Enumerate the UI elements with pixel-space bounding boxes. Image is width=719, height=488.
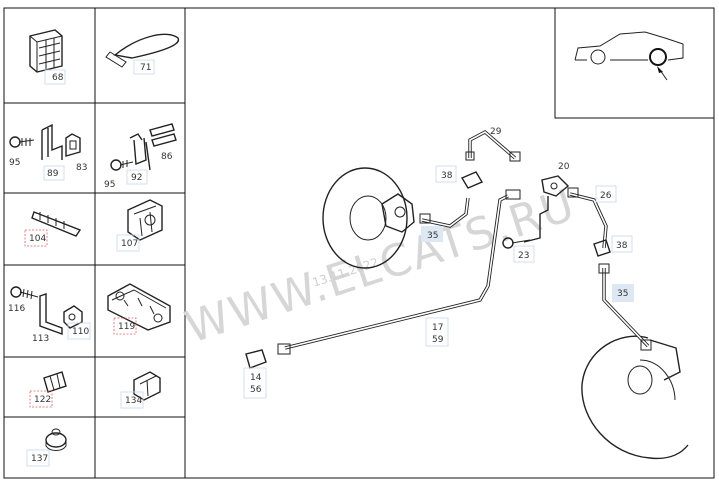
part-label-59[interactable]: 59 (432, 335, 444, 345)
part-label-83: 83 (76, 163, 87, 173)
part-116-screw-icon[interactable] (10, 286, 39, 300)
part-label-86: 86 (161, 152, 173, 162)
frame-lines (3, 7, 715, 479)
clip-38-right-icon (593, 239, 611, 257)
part-label-113: 113 (32, 334, 49, 344)
clip-38-left-icon (460, 171, 484, 189)
part-92-bracket-icon[interactable] (129, 133, 151, 171)
car-silhouette-icon (574, 31, 684, 81)
part-label-17[interactable]: 17 (432, 323, 443, 333)
part-110-clip-icon[interactable] (63, 305, 83, 329)
part-label-35a[interactable]: 35 (427, 231, 438, 241)
part-label-23[interactable]: 23 (518, 251, 529, 261)
part-label-89[interactable]: 89 (47, 169, 59, 179)
bolt-23-icon (502, 237, 531, 249)
part-68-icon[interactable] (29, 29, 63, 73)
brake-disc-left-icon (322, 167, 415, 269)
part-label-95b: 95 (104, 180, 115, 190)
part-71-icon[interactable] (105, 33, 180, 68)
part-83-clip-icon[interactable] (65, 133, 81, 157)
part-119-holder-icon[interactable] (107, 283, 171, 331)
part-label-56[interactable]: 56 (250, 385, 262, 395)
watermark-text: WWW.ELCATS.RU (179, 179, 582, 353)
part-134-clip-icon[interactable] (133, 371, 161, 401)
part-122-clip-icon[interactable] (43, 371, 67, 393)
part-label-71[interactable]: 71 (140, 63, 151, 73)
part-113-bracket-icon[interactable] (39, 293, 63, 335)
part-label-38a[interactable]: 38 (441, 171, 453, 181)
part-104-clip-icon[interactable] (31, 211, 82, 237)
part-label-110[interactable]: 110 (72, 327, 89, 337)
part-label-122[interactable]: 122 (34, 395, 51, 405)
part-label-137[interactable]: 137 (31, 454, 48, 464)
part-89-bracket-icon[interactable] (41, 123, 63, 160)
part-137-grommet-icon[interactable] (45, 428, 67, 451)
part-label-116: 116 (8, 304, 25, 314)
part-label-107[interactable]: 107 (121, 239, 138, 249)
brake-disc-right-icon (581, 335, 689, 460)
part-107-holder-icon[interactable] (127, 199, 163, 241)
part-86-clip-icon[interactable] (149, 123, 177, 147)
part-label-26[interactable]: 26 (600, 191, 612, 201)
tee-20-icon (541, 175, 570, 197)
part-label-119[interactable]: 119 (118, 322, 135, 332)
part-label-68[interactable]: 68 (52, 73, 64, 83)
union-14-icon (245, 349, 267, 369)
part-label-92[interactable]: 92 (131, 173, 142, 183)
part-label-104[interactable]: 104 (29, 234, 46, 244)
part-95-screw-icon[interactable] (9, 136, 35, 148)
part-label-95a[interactable]: 95 (9, 158, 20, 168)
part-label-38b[interactable]: 38 (616, 241, 628, 251)
part-label-134[interactable]: 134 (125, 396, 142, 406)
part-label-35b[interactable]: 35 (617, 289, 628, 299)
part-label-29[interactable]: 29 (490, 127, 502, 137)
part-95b-screw-icon[interactable] (110, 159, 134, 171)
part-label-14[interactable]: 14 (250, 373, 262, 383)
part-label-20[interactable]: 20 (558, 162, 570, 172)
